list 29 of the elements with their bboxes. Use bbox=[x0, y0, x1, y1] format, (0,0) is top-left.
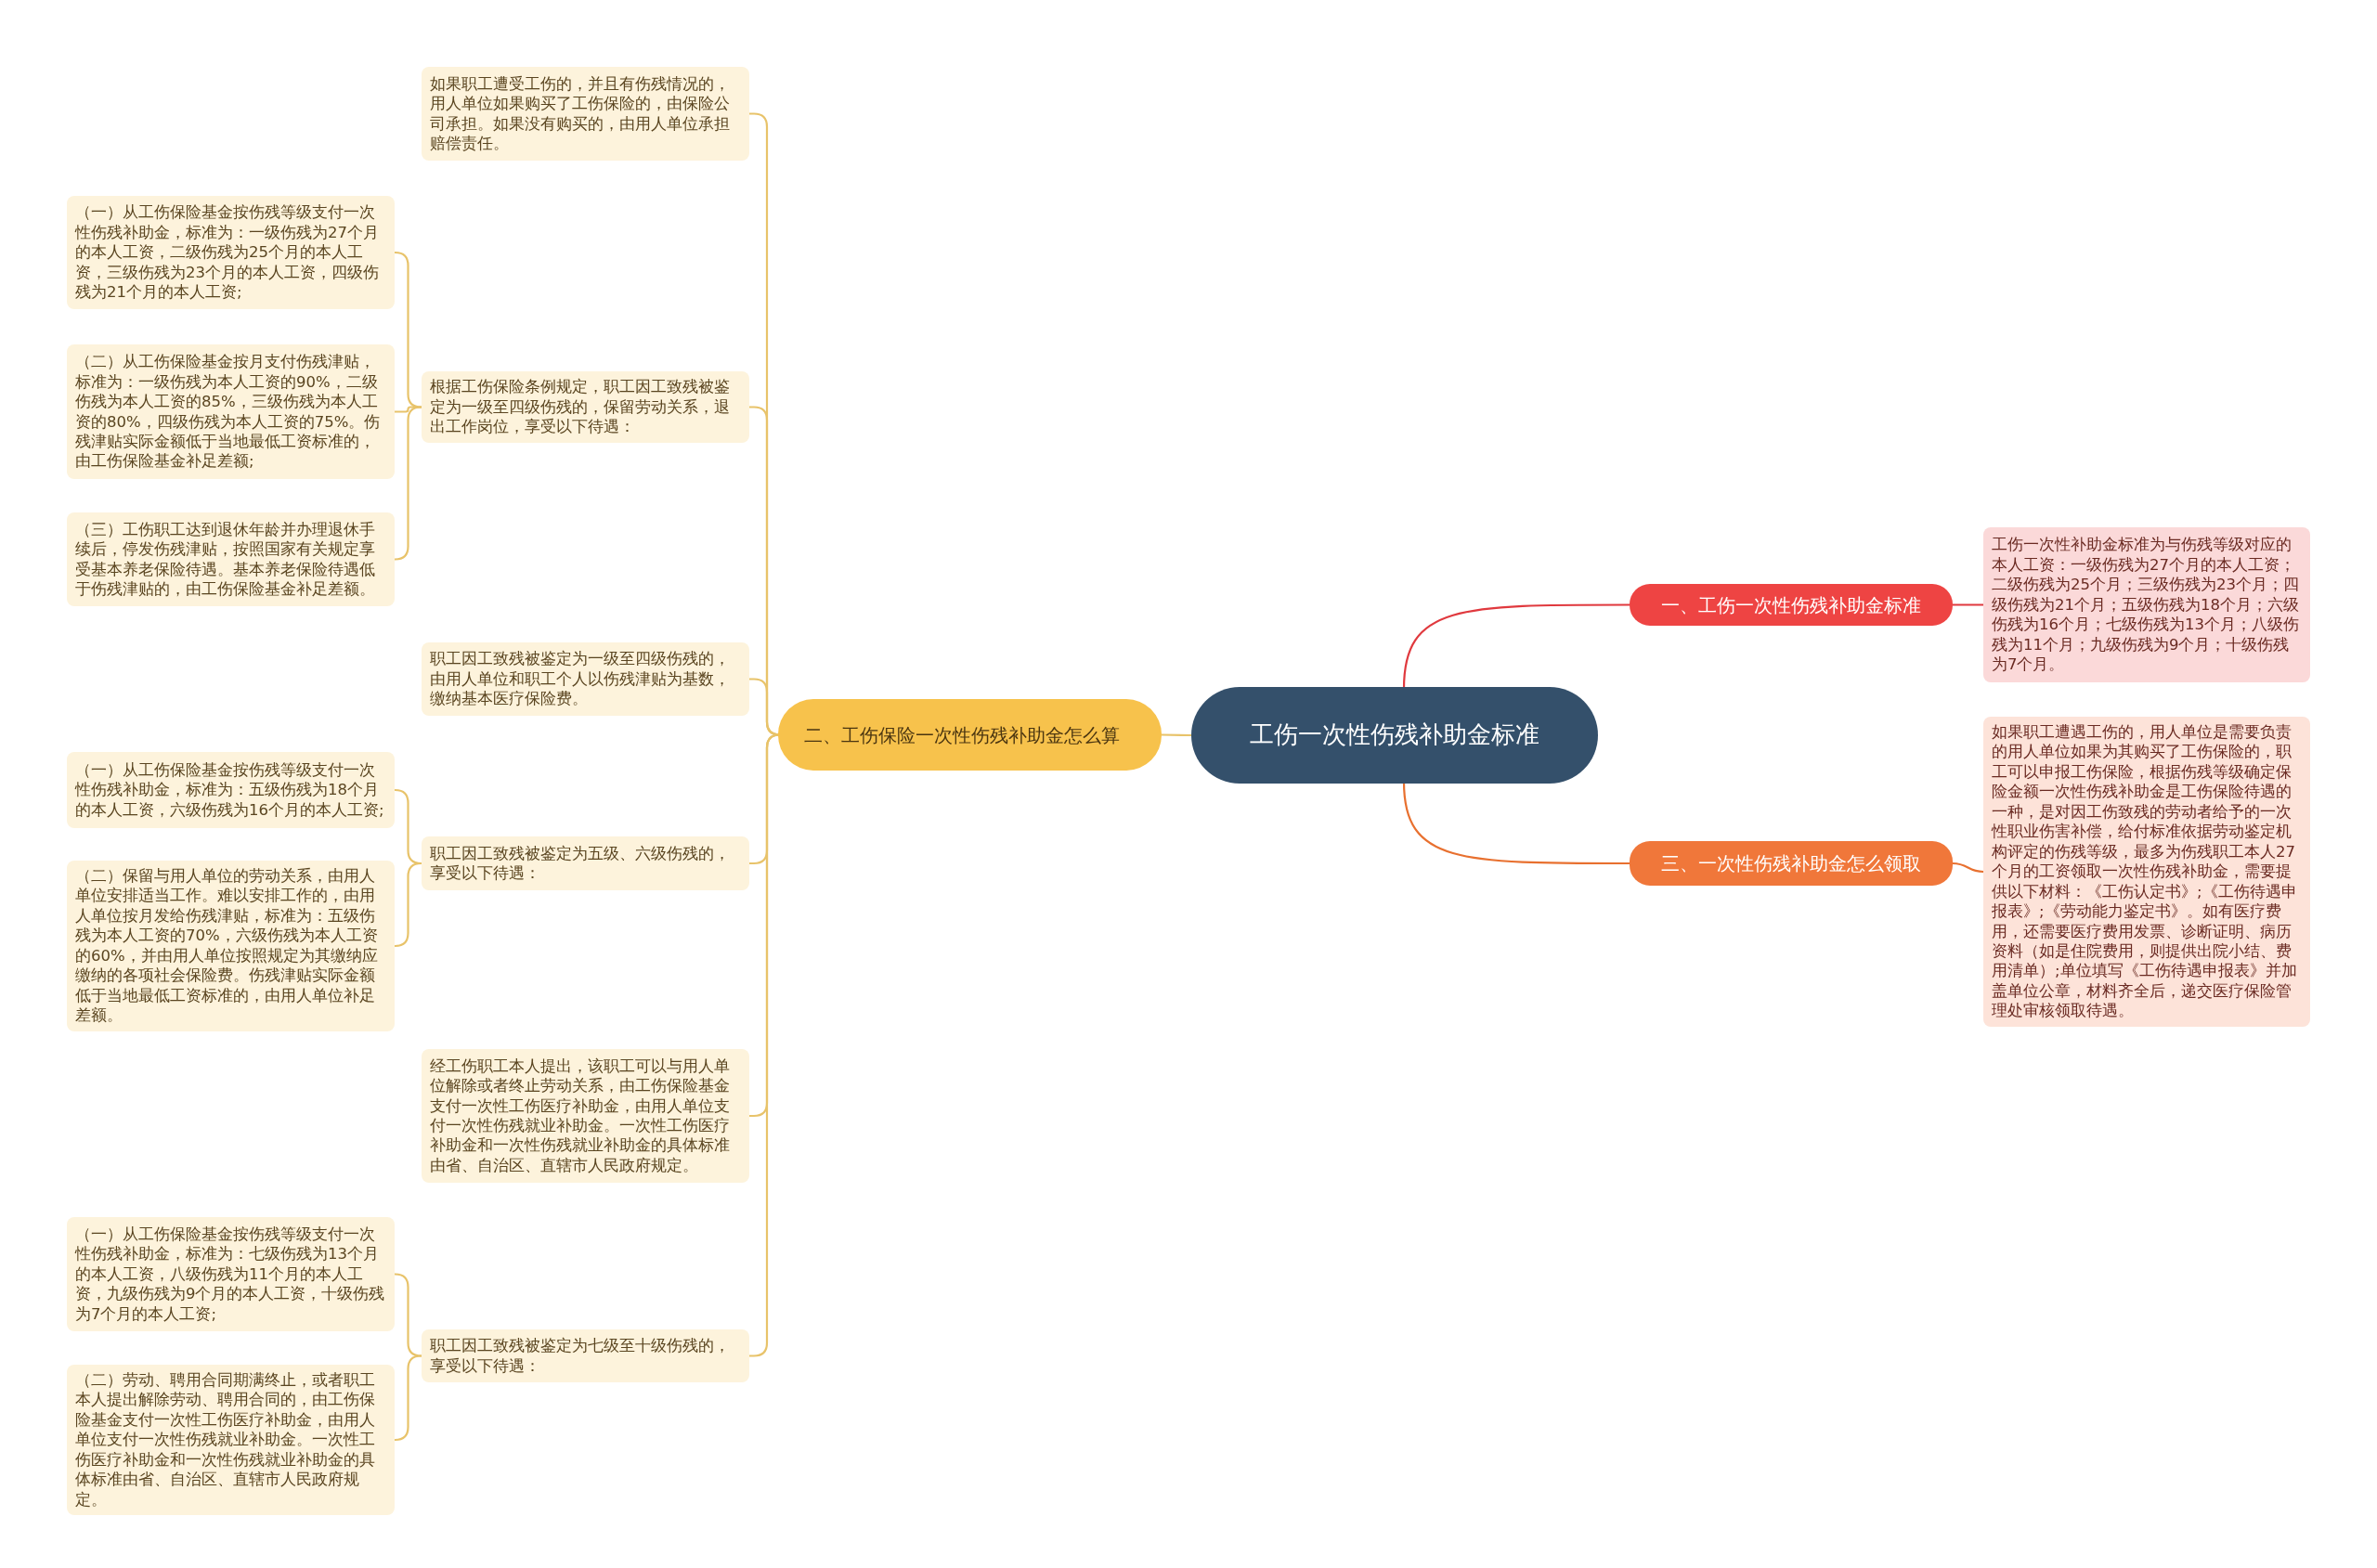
root-topic: 工伤一次性伤残补助金标准 bbox=[1191, 687, 1598, 784]
connector-line bbox=[394, 1273, 422, 1357]
note-box: 经工伤职工本人提出，该职工可以与用人单位解除或者终止劳动关系，由工伤保险基金支付一次性工伤医疗补助金，由用人单位支付一次性伤残就业补助金。一次性工伤医疗补助金和一次性伤残就业补助金的具体标准由省、自治区、直辖市人民政府规定。 bbox=[422, 1049, 749, 1183]
connector-line bbox=[394, 406, 422, 561]
branch-topic: 一、工伤一次性伤残补助金标准 bbox=[1630, 584, 1953, 626]
note-box: 如果职工遭受工伤的，并且有伤残情况的，用人单位如果购买了工伤保险的，由保险公司承担。如果没有购买的，由用人单位承担赔偿责任。 bbox=[422, 67, 749, 161]
note-box: 如果职工遭遇工伤的，用人单位是需要负责的用人单位如果为其购买了工伤保险的，职工可以申报工伤保险，根据伤残等级确定保险金额一次性伤残补助金是工伤保险待遇的一种，是对因工伤致残的劳动者给予的一次性职业伤害补偿，给付标准依据劳动鉴定机构评定的伤残等级，最多为伤残职工本人27个月的工资领取一次性伤残补助金，需要提供以下材料：《工伤认定书》;《工伤待遇申报表》;《劳动能力鉴定书》。如有医疗费用，还需要医疗费用发票、诊断证明、病历资料（如是住院费用，则提供出院小结、费用清单）;单位填写《工伤待遇申报表》并加盖单位公章，材料齐全后，递交医疗保险管理处审核领取待遇。 bbox=[1983, 717, 2310, 1027]
note-box: （二）从工伤保险基金按月支付伤残津贴，标准为：一级伤残为本人工资的90%，二级伤残为本人工资的85%，三级伤残为本人工资的80%，四级伤残为本人工资的75%。伤残津贴实际金额低于当地最低工资标准的，由工伤保险基金补足差额; bbox=[67, 344, 395, 479]
connector-line bbox=[394, 1354, 422, 1442]
connector-line bbox=[1402, 603, 1630, 690]
note-box: （二）保留与用人单位的劳动关系，由用人单位安排适当工作。难以安排工作的，由用人单位按月发给伤残津贴，标准为：五级伤残为本人工资的70%，六级伤残为本人工资的60%，并由用人单位按照规定为其缴纳应缴纳的各项社会保险费。伤残津贴实际金额低于当地最低工资标准的，由用人单位补足差额。 bbox=[67, 861, 395, 1031]
note-box: 职工因工致残被鉴定为一级至四级伤残的，由用人单位和职工个人以伤残津贴为基数，缴纳基本医疗保险费。 bbox=[422, 642, 749, 716]
connector-line bbox=[394, 862, 422, 948]
note-box: 根据工伤保险条例规定，职工因工致残被鉴定为一级至四级伤残的，保留劳动关系，退出工作岗位，享受以下待遇： bbox=[422, 371, 749, 443]
connector-line bbox=[1952, 862, 1984, 874]
note-box: 工伤一次性补助金标准为与伤残等级对应的本人工资：一级伤残为27个月的本人工资；二级伤残为25个月；三级伤残为23个月；四级伤残为21个月；五级伤残为18个月；六级伤残为16个月；七级伤残为13个月；八级伤残为11个月；九级伤残为9个月；十级伤残为7个月。 bbox=[1983, 527, 2310, 682]
branch-topic: 三、一次性伤残补助金怎么领取 bbox=[1630, 841, 1953, 886]
note-box: （三）工伤职工达到退休年龄并办理退休手续后，停发伤残津贴，按照国家有关规定享受基本养老保险待遇。基本养老保险待遇低于伤残津贴的，由工伤保险基金补足差额。 bbox=[67, 512, 395, 606]
connector-line bbox=[1162, 733, 1191, 737]
note-box: （一）从工伤保险基金按伤残等级支付一次性伤残补助金，标准为：七级伤残为13个月的本人工资，八级伤残为11个月的本人工资，九级伤残为9个月的本人工资，十级伤残为7个月的本人工资; bbox=[67, 1217, 395, 1331]
note-box: 职工因工致残被鉴定为七级至十级伤残的，享受以下待遇： bbox=[422, 1329, 749, 1382]
note-box: （一）从工伤保险基金按伤残等级支付一次性伤残补助金，标准为：一级伤残为27个月的本人工资，二级伤残为25个月的本人工资，三级伤残为23个月的本人工资，四级伤残为21个月的本人工资; bbox=[67, 196, 395, 309]
note-box: （二）劳动、聘用合同期满终止，或者职工本人提出解除劳动、聘用合同的，由工伤保险基金支付一次性工伤医疗补助金，由用人单位支付一次性伤残就业补助金。一次性工伤医疗补助金和一次性伤残就业补助金的具体标准由省、自治区、直辖市人民政府规定。 bbox=[67, 1365, 395, 1516]
note-box: 职工因工致残被鉴定为五级、六级伤残的，享受以下待遇： bbox=[422, 836, 749, 890]
branch-topic: 二、工伤保险一次性伤残补助金怎么算 bbox=[778, 699, 1162, 771]
connector-line bbox=[395, 406, 422, 413]
note-box: （一）从工伤保险基金按伤残等级支付一次性伤残补助金，标准为：五级伤残为18个月的本人工资，六级伤残为16个月的本人工资; bbox=[67, 752, 395, 828]
connector-line bbox=[1402, 781, 1630, 865]
connector-line bbox=[1953, 603, 1983, 606]
